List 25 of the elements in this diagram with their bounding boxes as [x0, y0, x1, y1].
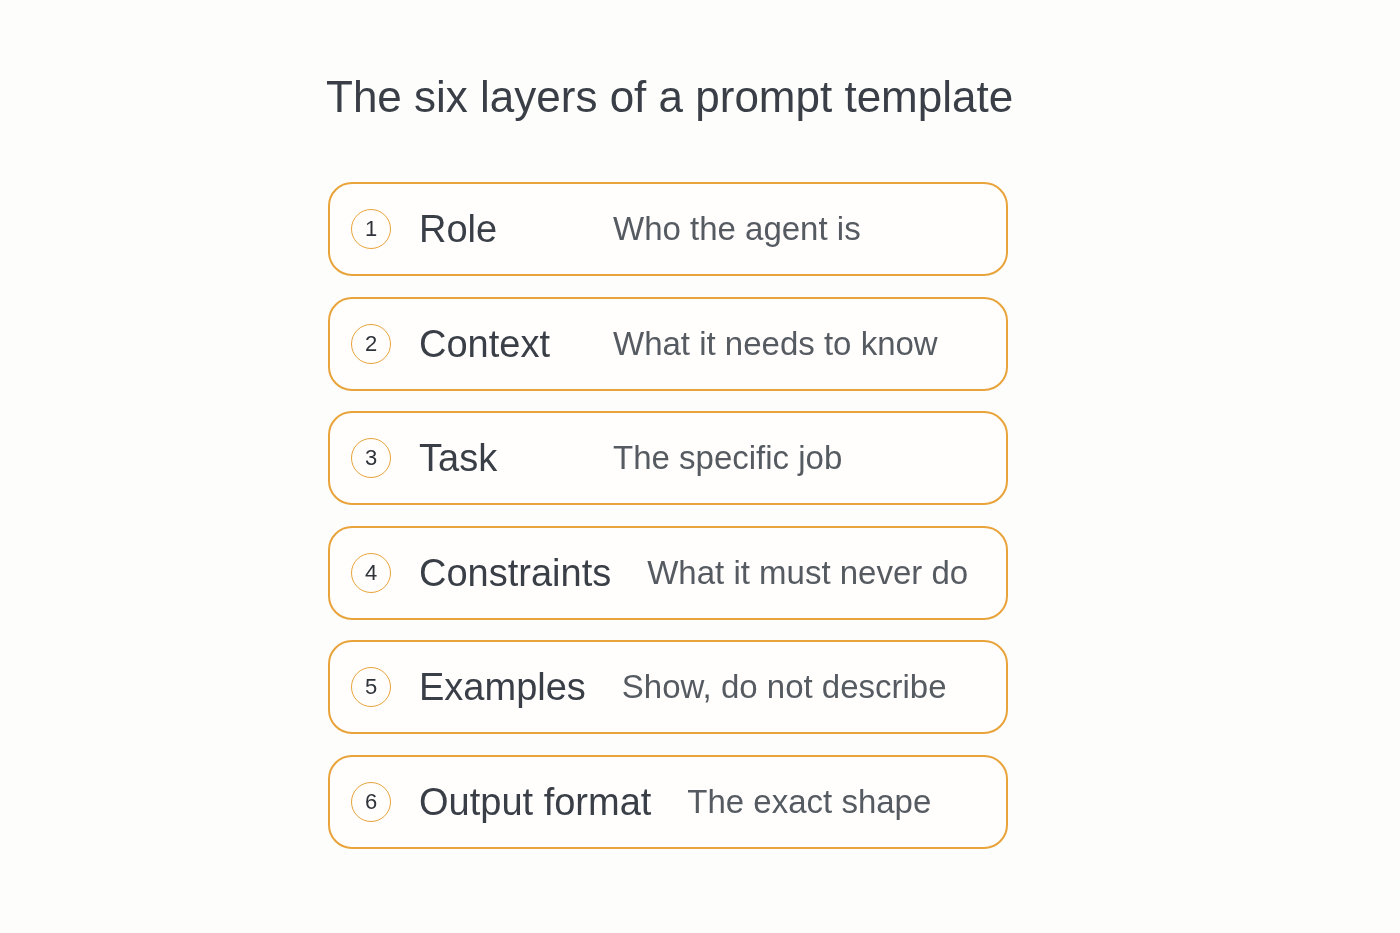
- layer-card: [328, 640, 1008, 734]
- layer-name: Output format: [419, 779, 652, 825]
- layer-description: The exact shape: [687, 781, 932, 822]
- layer-card: [328, 296, 1008, 391]
- layer-card: [328, 182, 1008, 276]
- step-number: 6: [351, 781, 391, 822]
- layer-card: [328, 411, 1008, 505]
- layer-name: Examples: [419, 665, 586, 710]
- layer-description: What it must never do: [647, 552, 969, 593]
- layer-name: Context: [419, 321, 551, 367]
- step-number: 3: [351, 438, 391, 478]
- layer-description: Who the agent is: [613, 209, 861, 249]
- layer-description: Show, do not describe: [621, 667, 947, 707]
- step-number: 1: [351, 209, 391, 249]
- layer-card: [328, 754, 1008, 849]
- step-number: 5: [351, 667, 391, 707]
- layer-description: What it needs to know: [613, 323, 938, 364]
- layer-card: [328, 525, 1008, 620]
- layer-name: Role: [419, 207, 499, 252]
- diagram-title: The six layers of a prompt template: [326, 71, 1014, 123]
- layer-name: Task: [419, 436, 499, 481]
- layer-name: Constraints: [419, 550, 612, 596]
- step-number: 4: [351, 552, 391, 593]
- layer-description: The specific job: [613, 438, 843, 478]
- step-number: 2: [351, 323, 391, 364]
